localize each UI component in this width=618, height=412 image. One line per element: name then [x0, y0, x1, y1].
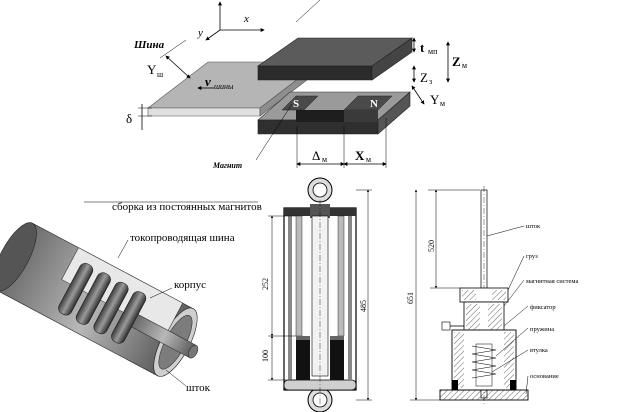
bus-label-cyl: токопроводящая шина [130, 232, 235, 244]
dim-520-label: 520 [427, 240, 436, 252]
dim-100-label: 100 [261, 350, 270, 362]
sleeve-label: втулка [530, 347, 548, 354]
dim-651-label: 651 [406, 292, 415, 304]
stand-rod-label: шток [526, 223, 541, 230]
lower-magnet: S N [257, 91, 411, 135]
magnet-ring [58, 263, 94, 316]
delta-m-label: Δ [312, 148, 320, 163]
weight-label: груз [526, 253, 538, 260]
width-label: Y [147, 62, 157, 77]
x-m-sub: м [366, 155, 371, 164]
base-label: основание [530, 373, 559, 380]
section-diagram: 252 100 485 [261, 177, 372, 412]
t-sub: мп [428, 47, 438, 56]
z-m-label: Z [452, 54, 461, 69]
gap-dimension: δ [126, 104, 152, 130]
y-m-sub: м [440, 99, 445, 108]
upper-magnet [257, 37, 413, 81]
y-m-label: Y [430, 92, 440, 107]
velocity-label: v [205, 74, 211, 89]
x-m-label: X [355, 148, 365, 163]
z-gap-sub: з [429, 77, 432, 86]
magnet-system-label: магнитная система [526, 278, 578, 285]
spring-label: пружина [530, 326, 554, 333]
velocity-sub: шины [214, 82, 234, 91]
width-dimension: Y ш [147, 39, 191, 79]
t-label: t [420, 40, 425, 55]
delta-m-sub: м [322, 155, 327, 164]
magnet-ring [75, 272, 111, 325]
dim-252-label: 252 [261, 278, 270, 290]
body-label: корпус [174, 279, 206, 291]
pole-s-label: S [293, 98, 299, 110]
cylinder-diagram: сборка из постоянных магнитов токопровод… [0, 201, 262, 394]
axis-y-label: y [197, 27, 203, 39]
lock-label: фиксатор [530, 304, 556, 311]
z-m-sub: м [462, 61, 467, 70]
bottom-dimensions: Δ м X м [296, 118, 387, 168]
magnet-ring [93, 281, 129, 335]
pole-n-label: N [370, 98, 378, 110]
bus-label: Шина [133, 39, 165, 51]
assembly-label: сборка из постоянных магнитов [112, 201, 262, 213]
velocity-indicator: v шины [197, 74, 234, 91]
axis-x-label: x [243, 13, 249, 25]
top-diagram: x y S N [126, 0, 467, 170]
z-gap-label: Z [420, 70, 428, 85]
magnet-label: Магнит [212, 161, 242, 170]
dim-485-label: 485 [359, 300, 368, 312]
stand-diagram: 520 651 шток груз магнитная система фикс… [406, 186, 578, 404]
coordinate-axes: x y [197, 0, 321, 41]
width-sub: ш [157, 70, 164, 79]
rod-label-cyl: шток [186, 382, 211, 394]
right-dimensions: t мп Z м Z з Y м [411, 37, 467, 108]
magnet-pointer: Магнит [212, 103, 293, 170]
gap-label: δ [126, 111, 132, 126]
